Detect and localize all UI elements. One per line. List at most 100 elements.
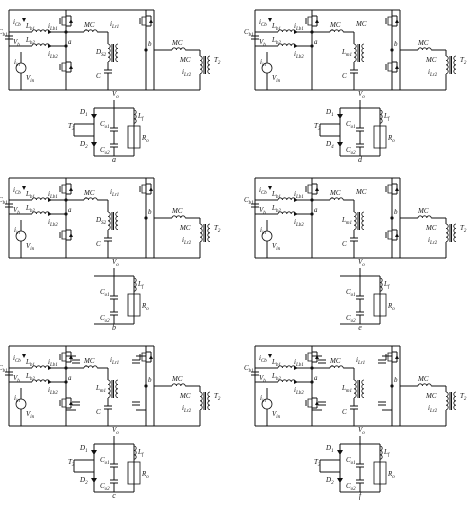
label-main: i: [13, 354, 15, 362]
label-main: MC: [179, 224, 191, 232]
component-label: Co1: [346, 288, 356, 298]
label-main: C: [100, 482, 105, 490]
inductor-symbol: [353, 211, 357, 230]
label-main: V: [358, 426, 363, 434]
label-subscript: m1: [100, 389, 106, 394]
component-label: D2: [325, 476, 334, 486]
label-main: i: [110, 20, 112, 28]
inductor-symbol: [277, 211, 296, 215]
label-main: i: [294, 218, 296, 226]
label-subscript: o: [362, 431, 365, 436]
component-label: Co2: [346, 482, 356, 492]
current-arrow: [48, 198, 52, 202]
current-arrow: [48, 380, 52, 384]
label-subscript: Lb2: [49, 55, 58, 60]
label-main: T: [68, 122, 73, 130]
label-main: D: [95, 48, 101, 56]
label-subscript: 3: [72, 463, 75, 468]
label-subscript: o: [392, 475, 395, 480]
label-main: T: [214, 56, 219, 64]
component-label: Cb1: [244, 28, 254, 38]
label-main: C: [100, 456, 105, 464]
inductor-symbol: [453, 391, 457, 410]
label-subscript: Lb1: [295, 195, 304, 200]
label-main: i: [259, 18, 261, 26]
label-subscript: o: [146, 139, 149, 144]
component-label: Lb1: [25, 22, 35, 32]
label-main: D: [325, 108, 331, 116]
label-subscript: b1: [276, 27, 281, 32]
inductor-symbol: [353, 379, 357, 398]
label-main: i: [428, 404, 430, 412]
switch-symbol: [61, 350, 67, 364]
label-main: L: [137, 280, 142, 288]
node-label-a: a: [314, 206, 318, 214]
label-subscript: 2: [464, 397, 467, 402]
label-main: L: [25, 372, 30, 380]
component-label: iCb: [259, 354, 267, 364]
label-main: i: [294, 50, 296, 58]
component-label: C: [342, 240, 347, 248]
switch-symbol: [141, 350, 147, 364]
component-label: Vin: [26, 242, 35, 252]
inductor-symbol: [207, 391, 211, 410]
label-main: V: [13, 374, 18, 382]
panel-caption: c: [112, 491, 116, 500]
label-subscript: 1: [85, 113, 88, 118]
label-subscript: o: [116, 263, 119, 268]
label-subscript: f: [142, 453, 144, 458]
label-main: MC: [83, 21, 95, 29]
label-main: i: [182, 236, 184, 244]
component-label: Lf: [383, 280, 390, 290]
label-main: C: [342, 408, 347, 416]
label-subscript: o1: [351, 461, 356, 466]
component-label: MC: [83, 21, 95, 29]
label-subscript: 3: [318, 127, 321, 132]
label-main: i: [428, 68, 430, 76]
label-main: i: [110, 356, 112, 364]
node-label-b: b: [394, 208, 398, 216]
label-subscript: Lr2: [183, 241, 192, 246]
inductor-symbol: [31, 379, 50, 383]
label-subscript: Lr1: [111, 25, 119, 30]
inductor-symbol: [171, 383, 186, 387]
component-label: iLb2: [294, 218, 304, 228]
label-subscript: f: [142, 285, 144, 290]
label-subscript: o: [392, 307, 395, 312]
current-arrow: [294, 212, 298, 216]
component-label: Cb1: [0, 28, 8, 38]
label-subscript: f: [142, 117, 144, 122]
switch-symbol: [61, 60, 67, 74]
inductor-symbol: [453, 55, 457, 74]
inductor-symbol: [107, 43, 111, 62]
switch-symbol: [61, 14, 67, 28]
switch-symbol: [61, 396, 67, 410]
label-main: MC: [355, 188, 367, 196]
component-label: T3: [68, 458, 75, 468]
label-subscript: b2: [276, 41, 282, 46]
label-main: V: [13, 38, 18, 46]
junction-dot: [310, 380, 314, 384]
label-main: MC: [171, 39, 183, 47]
component-label: MC: [179, 56, 191, 64]
inductor-symbol: [379, 277, 383, 292]
label-subscript: 1: [85, 449, 88, 454]
label-main: T: [68, 458, 73, 466]
label-main: R: [387, 470, 393, 478]
inductor-symbol: [199, 391, 203, 410]
inductor-symbol: [133, 445, 137, 460]
panel-caption: e: [358, 323, 362, 332]
component-label: Ro: [387, 302, 395, 312]
component-label: iin: [14, 58, 20, 68]
inductor-symbol: [417, 215, 432, 219]
load-resistor: [373, 461, 387, 485]
component-label: Lb2: [271, 372, 281, 382]
junction-dot: [144, 216, 148, 220]
component-label: D1: [79, 444, 88, 454]
label-subscript: o1: [105, 125, 110, 130]
label-main: V: [259, 38, 264, 46]
label-subscript: m1: [346, 389, 352, 394]
inductor-symbol: [31, 197, 50, 201]
current-arrow: [268, 18, 272, 22]
label-main: MC: [425, 392, 437, 400]
